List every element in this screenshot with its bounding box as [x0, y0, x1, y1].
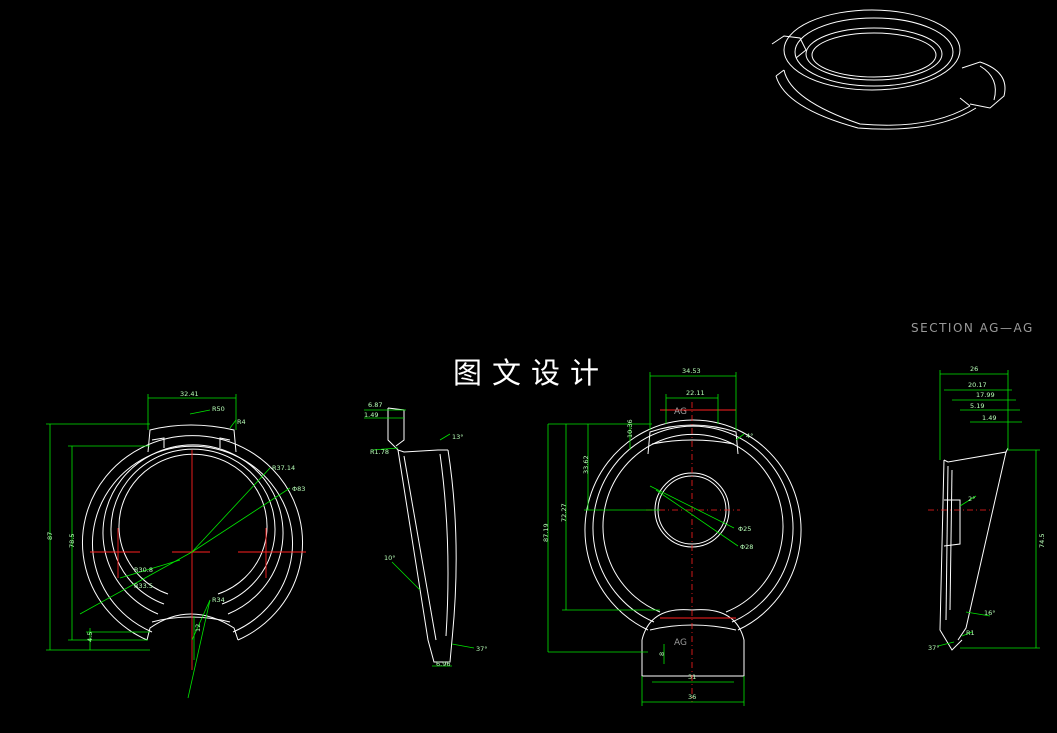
dim-top-3: 4° — [746, 432, 753, 440]
dim-front-4: Φ83 — [292, 485, 305, 493]
drawing-title: 图文设计 — [453, 356, 610, 390]
dim-sec-8: R1 — [966, 629, 975, 637]
top-view — [547, 372, 802, 706]
side-view-dimension-labels: 6.87 1.49 R1.78 13° 10° 37° 6.96 — [364, 401, 488, 668]
dim-sec-2: 17.99 — [976, 391, 995, 399]
dim-front-0: 32.41 — [180, 390, 199, 398]
dim-front-3: R37.14 — [272, 464, 295, 472]
dim-top-11: 36 — [688, 693, 696, 701]
dim-front-10: 4.5 — [86, 632, 94, 642]
dim-front-7: R34 — [212, 596, 225, 604]
section-mark-bottom: AG — [674, 638, 687, 648]
dim-front-1: R50 — [212, 405, 225, 413]
dim-side-6: 6.96 — [436, 660, 450, 668]
dim-sec-5: 2° — [968, 495, 975, 503]
dim-front-8: 87 — [46, 532, 54, 540]
dim-front-9: 78.5 — [68, 534, 76, 548]
dim-side-0: 6.87 — [368, 401, 382, 409]
dim-top-8: Φ28 — [740, 543, 753, 551]
dim-top-9: 8 — [658, 652, 666, 656]
dim-front-11: 12 — [194, 624, 202, 632]
dim-top-0: 34.53 — [682, 367, 701, 375]
section-view-dimension-labels: 26 20.17 17.99 5.19 1.49 2° 74.5 16° R1 … — [928, 365, 1046, 652]
dim-top-1: 22.11 — [686, 389, 705, 397]
dim-top-2: 10.36 — [626, 419, 634, 438]
dim-top-5: 72.27 — [560, 503, 568, 522]
dim-front-6: R33.5 — [134, 582, 153, 590]
dim-sec-1: 20.17 — [968, 381, 987, 389]
dim-side-5: 37° — [476, 645, 488, 653]
dim-top-10: 31 — [688, 673, 696, 681]
dim-side-3: 13° — [452, 433, 464, 441]
isometric-3d-view — [771, 9, 1006, 130]
dim-sec-9: 37° — [928, 644, 940, 652]
dim-side-1: 1.49 — [364, 411, 378, 419]
dim-side-2: R1.78 — [370, 448, 389, 456]
dim-front-2: R4 — [237, 418, 246, 426]
dim-top-4: 33.62 — [582, 455, 590, 474]
front-view-dimension-labels: 32.41 R50 R4 R37.14 Φ83 R30.8 R33.5 R34 … — [46, 390, 305, 642]
dim-sec-0: 26 — [970, 365, 978, 373]
side-view — [364, 407, 475, 667]
dim-sec-7: 16° — [984, 609, 996, 617]
dim-front-5: R30.8 — [134, 566, 153, 574]
front-view — [46, 394, 306, 699]
top-view-dimension-labels: 34.53 22.11 10.36 4° 33.62 72.27 87.19 Φ… — [542, 367, 753, 701]
section-view — [928, 370, 1040, 651]
dim-sec-6: 74.5 — [1038, 534, 1046, 548]
dim-sec-4: 1.49 — [982, 414, 996, 422]
section-mark-top: AG — [674, 407, 687, 417]
dim-sec-3: 5.19 — [970, 402, 984, 410]
dim-top-6: 87.19 — [542, 523, 550, 542]
section-label: SECTION AG—AG — [911, 321, 1034, 335]
dim-top-7: Φ25 — [738, 525, 751, 533]
dim-side-4: 10° — [384, 554, 396, 562]
